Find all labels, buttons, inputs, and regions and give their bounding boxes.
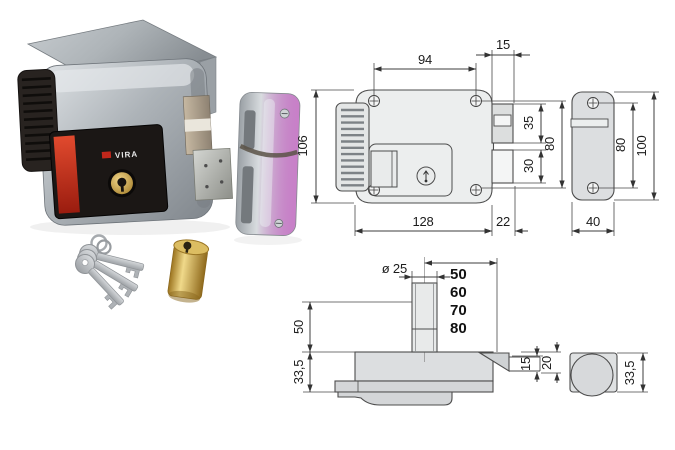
strike-shadow: [234, 235, 302, 245]
product-photo: VIRA: [17, 19, 302, 310]
strike-view-dimensions: 80 100 40: [571, 91, 659, 236]
section-view-drawing: 33,5: [569, 352, 648, 397]
strike-box-highlight: [259, 98, 275, 227]
dim-106: 106: [295, 135, 310, 156]
dim-section-33-5: 33,5: [622, 361, 637, 386]
front-keyhole: [416, 166, 436, 186]
front-screws: [368, 95, 482, 196]
section-bolt-circle: [570, 353, 614, 397]
cylinder-top-face: [173, 239, 210, 256]
louver-slats: [341, 108, 364, 187]
plan-cylinder: [411, 257, 438, 362]
cylinder-base-shade: [168, 290, 201, 303]
key-3: [75, 254, 124, 310]
latch-hardware-photo: [182, 95, 233, 201]
front-faceplate: [368, 143, 453, 197]
keyhole-core: [117, 177, 127, 187]
dim-length-50: 50: [450, 266, 467, 283]
strike-slot-upper: [243, 110, 256, 150]
dim-15: 15: [496, 37, 510, 52]
dim-40: 40: [586, 214, 600, 229]
strike-slot-lower: [240, 166, 254, 224]
front-view-drawing: 94 15 106 35 30 80 128 22: [295, 37, 566, 236]
key-ring-2: [96, 239, 112, 255]
front-push-block: [370, 150, 398, 188]
plan-latch-bevel: [478, 352, 510, 372]
dim-latch-20: 20: [539, 356, 554, 370]
strike-box-photo: [235, 92, 301, 236]
brand-text: VIRA: [115, 150, 139, 161]
brand-logo-mark: [101, 151, 112, 159]
front-bolt-lower: [491, 149, 514, 184]
dim-length-80: 80: [450, 320, 467, 337]
plan-body: [354, 351, 494, 382]
knob-ribs: [21, 76, 56, 161]
front-bolt-step: [493, 114, 512, 127]
strike-band: [239, 144, 299, 158]
plan-latch-bar: [509, 356, 541, 372]
dim-depth-33-5: 33,5: [291, 360, 306, 385]
plan-baseplate: [334, 380, 494, 393]
dim-latch-15: 15: [518, 357, 533, 371]
plan-view-dimensions: ø 25 50 60 70 80 50 33,5 15 20: [291, 258, 561, 393]
face-panel-plate: [49, 124, 169, 220]
face-panel: VIRA: [49, 124, 169, 220]
strike-extension-lines: [571, 91, 659, 236]
cylinder-photo: [167, 239, 210, 303]
dim-94: 94: [418, 52, 432, 67]
dim-offset-50: 50: [291, 320, 306, 334]
dim-22: 22: [496, 214, 510, 229]
red-stripe: [53, 135, 80, 214]
keeper-screw-dots: [204, 159, 224, 189]
strike-screws: [587, 97, 599, 194]
strike-slot: [570, 118, 609, 128]
dim-80-front: 80: [542, 137, 557, 151]
cylinder-keyway: [183, 241, 192, 250]
strike-screw-bottom: [274, 219, 284, 228]
dim-35: 35: [521, 116, 536, 130]
latch-bolt-band: [184, 118, 211, 132]
plan-cylinder-body: [411, 282, 438, 353]
keyhole-slot: [120, 184, 124, 192]
lock-body-highlight: [48, 63, 195, 93]
dim-length-60: 60: [450, 284, 467, 301]
plan-cover-bulge: [337, 391, 453, 406]
plan-cylinder-edges: [415, 283, 434, 352]
dim-length-70: 70: [450, 302, 467, 319]
cylinder-keyway-slot: [185, 246, 189, 253]
section-view-dimensions: 33,5: [617, 352, 648, 393]
dim-100: 100: [634, 135, 649, 156]
strike-view-drawing: 80 100 40: [570, 91, 659, 236]
plan-view-drawing: ø 25 50 60 70 80 50 33,5 15 20: [291, 257, 561, 406]
dim-30: 30: [521, 159, 536, 173]
dim-80-strike: 80: [613, 138, 628, 152]
keyhole: [107, 169, 136, 198]
front-view-dimensions: 94 15 106 35 30 80 128 22: [295, 37, 566, 236]
front-extension-lines: [311, 50, 566, 236]
dim-cylinder-dia: ø 25: [382, 261, 407, 276]
dim-128: 128: [412, 214, 433, 229]
knob: [17, 69, 60, 172]
strike-screw-top: [279, 108, 290, 119]
keys-photo: [75, 234, 145, 310]
keeper-block-photo: [192, 148, 233, 201]
